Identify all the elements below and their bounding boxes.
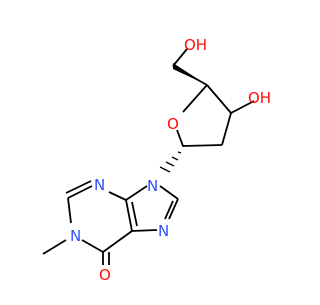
bond-oring-c4 (182, 84, 208, 113)
molecule-structure: OH OH O N N N N O (42, 36, 271, 284)
bond-c3-oh (230, 100, 255, 114)
bond-o-ch2 (172, 48, 188, 67)
bond-c8-n7-double (164, 200, 174, 220)
molecule-structure-drawing: OH OH O N N N N O (42, 36, 271, 284)
bond-c4-c3 (206, 84, 232, 114)
bonds (42, 48, 255, 265)
bond-c2-n1 (67, 197, 72, 224)
atom-nitrogen-n7: N (158, 222, 169, 240)
bond-c5-c4 (125, 199, 133, 232)
atom-oxygen-ring: O (167, 115, 179, 133)
atom-nitrogen-n3: N (94, 176, 105, 194)
atom-nitrogen-n1: N (70, 227, 81, 245)
bond-n9-c8 (159, 185, 179, 200)
bond-c4-n3 (108, 191, 127, 201)
atom-oxygen-carbonyl: O (99, 266, 111, 284)
bond-c6-c5 (102, 230, 133, 253)
bond-n7-c5 (131, 229, 158, 232)
stereo-bond-c4-ch2 (173, 63, 207, 85)
bond-c8-n7 (168, 198, 179, 220)
bond-n3-c2 (67, 185, 93, 199)
bond-c1-oring (176, 129, 184, 147)
atom-oxygen-hydroxymethyl: OH (184, 36, 207, 54)
bond-c4-n9 (125, 185, 148, 201)
bond-c3-c2 (221, 112, 232, 146)
bond-n3-c2-double (65, 180, 92, 194)
atom-oxygen-ring-hydroxyl: OH (248, 89, 271, 107)
stereo-hash-c1-n9 (159, 146, 184, 173)
atom-nitrogen-n9: N (147, 177, 158, 195)
bond-c2-c1 (182, 144, 223, 147)
bond-n1-c6 (81, 239, 104, 253)
bond-c5-c4-double (131, 201, 138, 227)
bond-n1-ch3 (42, 239, 67, 255)
